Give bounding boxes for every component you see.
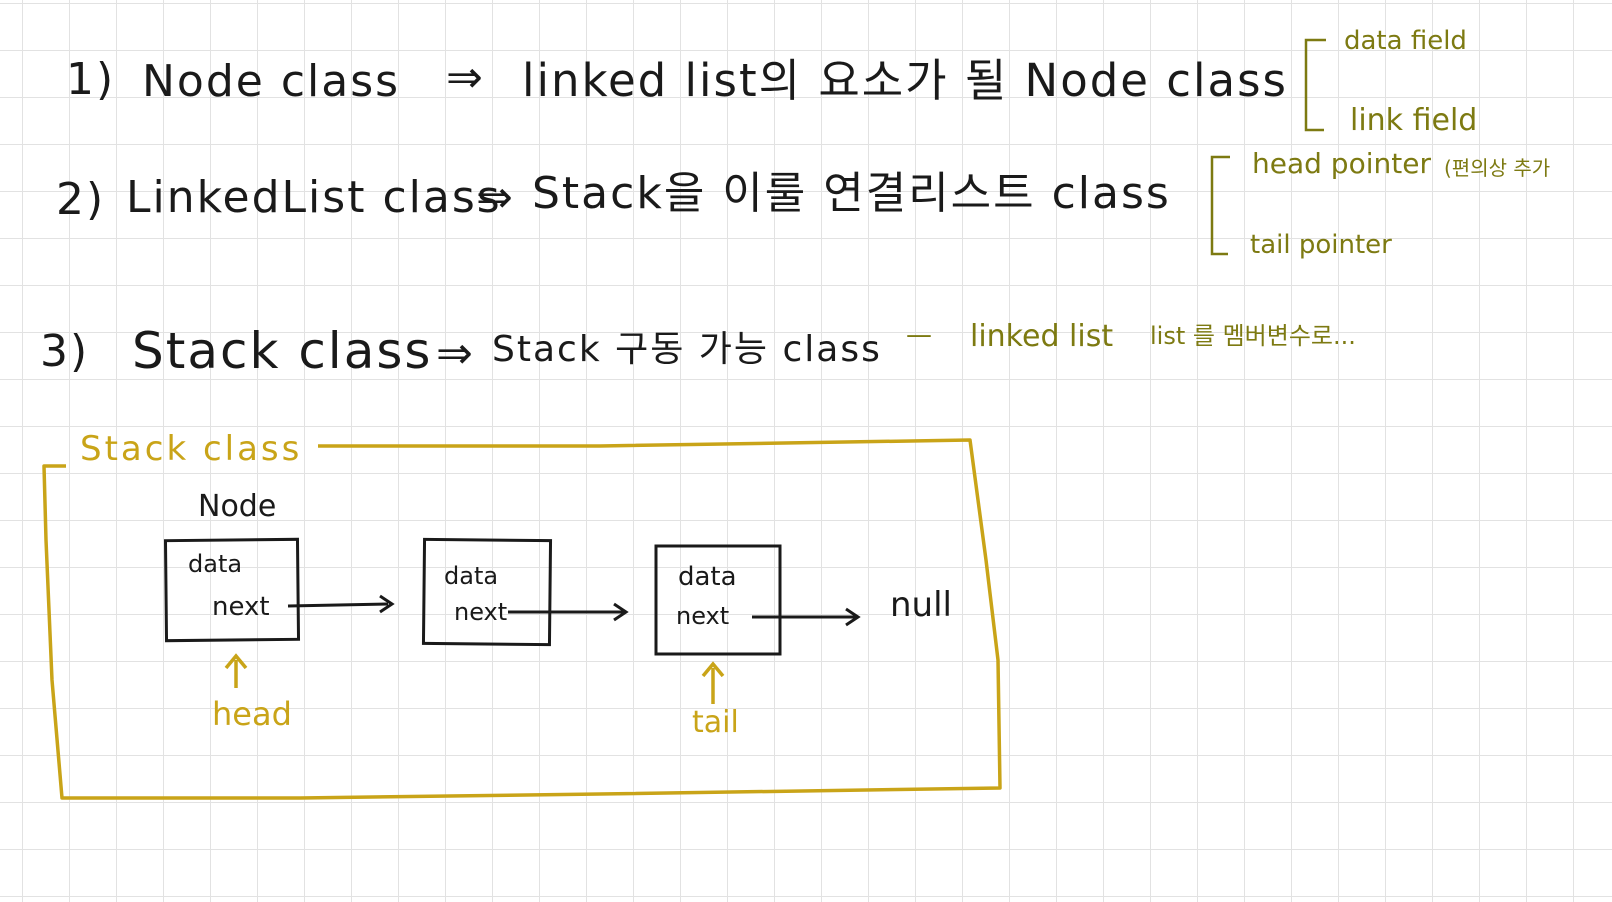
item2-number: 2) (56, 174, 106, 225)
item3-title: Stack class (132, 322, 433, 380)
item1-number: 1) (66, 54, 116, 105)
fields-bracket-2 (1210, 155, 1230, 256)
item1-arrow: ⇒ (446, 52, 485, 103)
item2-description: Stack을 이룰 연결리스트 class (532, 168, 1171, 219)
tail-label: tail (692, 705, 739, 740)
item3-note-member: list 를 멤버변수로... (1150, 322, 1356, 350)
item2-arrow: ⇒ (476, 172, 515, 223)
node-2-next: next (454, 598, 508, 626)
data-field-label: data field (1344, 26, 1467, 56)
head-pointer-arrow (224, 653, 248, 688)
node-box-1 (163, 537, 301, 643)
fields-bracket-1 (1304, 38, 1326, 132)
null-terminal: null (890, 585, 952, 625)
tail-pointer-arrow (701, 661, 725, 704)
link-arrow-2 (508, 602, 629, 622)
head-pointer-label: head pointer (1252, 147, 1431, 180)
item3-note-linked-list: linked list (970, 319, 1114, 354)
frame-label: Stack class (80, 429, 303, 469)
item3-dash: — (906, 320, 932, 350)
item3-number: 3) (40, 326, 90, 377)
link-arrow-3 (752, 607, 861, 627)
stack-class-frame (42, 438, 1002, 800)
link-field-label: link field (1350, 103, 1478, 138)
node-box-3 (654, 544, 782, 656)
node-3-next: next (676, 602, 730, 630)
head-label: head (212, 695, 292, 733)
item2-title: LinkedList class (126, 172, 502, 223)
item3-description: Stack 구동 가능 class (492, 329, 882, 370)
node-1-next: next (212, 592, 270, 622)
tail-pointer-label: tail pointer (1250, 230, 1392, 260)
item3-arrow: ⇒ (436, 328, 475, 379)
node-caption: Node (198, 489, 277, 524)
node-3-data: data (678, 562, 737, 592)
head-pointer-note: (편의상 추가 (1444, 156, 1551, 180)
node-box-2 (421, 537, 553, 647)
node-1-data: data (188, 550, 243, 578)
node-2-data: data (444, 562, 499, 590)
item1-description: linked list의 요소가 될 Node class (522, 54, 1288, 107)
link-arrow-1 (287, 594, 395, 614)
item1-title: Node class (142, 56, 401, 107)
